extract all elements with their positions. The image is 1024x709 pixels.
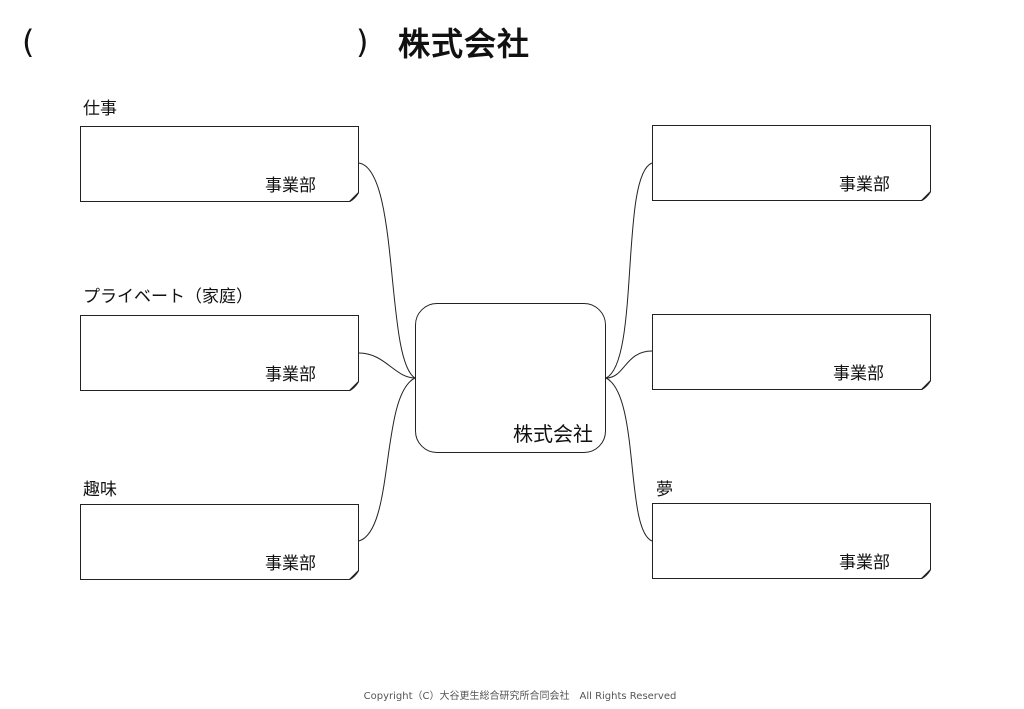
center-company-label: 株式会社	[513, 422, 593, 446]
department-box-right-middle[interactable]: 事業部	[652, 314, 931, 390]
department-box-left-middle[interactable]: 事業部	[80, 315, 359, 391]
page-title: ( ) 株式会社	[22, 20, 542, 68]
department-label: 事業部	[839, 553, 890, 573]
connector-left-top	[358, 162, 416, 379]
page-curl-icon	[349, 192, 359, 202]
connector-right-top	[605, 162, 653, 379]
department-label: 事業部	[833, 364, 884, 384]
page-curl-icon	[921, 569, 931, 579]
copyright-notice: Copyright（C）大谷更生総合研究所合同会社 All Rights Res…	[363, 691, 677, 702]
department-label: 事業部	[265, 176, 316, 196]
connector-right-middle	[605, 350, 653, 379]
center-company-box[interactable]: 株式会社	[415, 303, 606, 453]
category-label-hobby: 趣味	[83, 480, 117, 500]
department-box-left-bottom[interactable]: 事業部	[80, 504, 359, 580]
page-curl-icon	[921, 191, 931, 201]
category-label-work: 仕事	[83, 99, 117, 119]
department-label: 事業部	[839, 175, 890, 195]
department-box-right-top[interactable]: 事業部	[652, 125, 931, 201]
department-box-left-top[interactable]: 事業部	[80, 126, 359, 202]
department-label: 事業部	[265, 554, 316, 574]
department-box-right-bottom[interactable]: 事業部	[652, 503, 931, 579]
connector-left-bottom	[358, 377, 416, 542]
category-label-dream: 夢	[656, 480, 673, 500]
connector-left-middle	[358, 352, 416, 379]
department-label: 事業部	[265, 365, 316, 385]
title-paren-open: (	[22, 23, 35, 61]
category-label-private: プライベート（家庭）	[83, 287, 253, 307]
page-curl-icon	[349, 570, 359, 580]
page-curl-icon	[921, 380, 931, 390]
page-curl-icon	[349, 381, 359, 391]
title-paren-close: )	[356, 23, 369, 61]
title-company-word: 株式会社	[398, 25, 531, 63]
connector-right-bottom	[605, 377, 653, 542]
